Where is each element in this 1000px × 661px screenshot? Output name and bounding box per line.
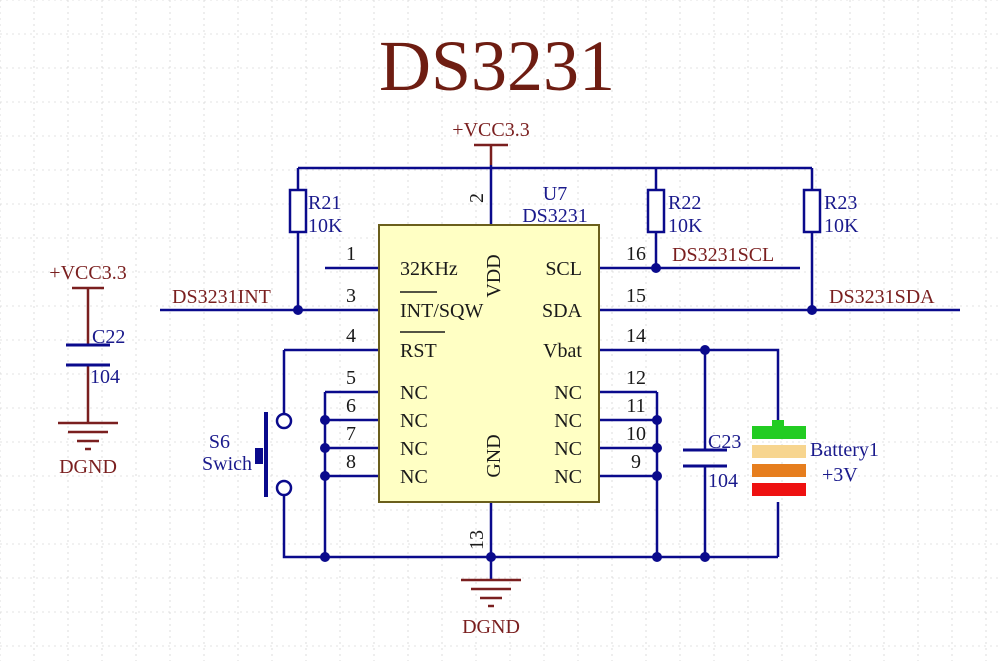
components [66,188,822,497]
gnd-left-label: DGND [59,456,117,478]
chip-vdd-label: VDD [483,254,505,297]
pin-labels: 132KHz3INT/SQW4RST5NC6NC7NC8NC16SCL15SDA… [346,243,646,488]
net-label-scl: DS3231SCL [672,244,774,266]
left-pin-number: 1 [346,243,356,265]
junction-dot-10 [652,471,662,481]
s6-switch [255,412,293,497]
chip-labels: U7 DS3231 VDD GND 2 13 [466,183,588,550]
c23-ref: C23 [708,431,741,453]
c22-capacitor [66,343,110,367]
gnd-left-symbol [58,421,118,451]
left-pin-number: 4 [346,325,356,347]
right-pin-number: 9 [631,451,641,473]
battery-cell-2 [752,445,806,458]
r23-ref: R23 [824,192,857,214]
junction-dot-6 [320,471,330,481]
c23-value: 104 [708,470,738,492]
wires [160,165,960,580]
left-pin-name: RST [400,340,437,362]
junction-dot-13 [700,552,710,562]
net-label-sda: DS3231SDA [829,286,935,308]
right-pin-name: NC [554,466,582,488]
left-pin-number: 5 [346,367,356,389]
battery-cell-4 [752,483,806,496]
gnd-main-label: DGND [462,616,520,638]
junction-dot-8 [652,415,662,425]
battery-value: +3V [822,464,858,486]
c22-value: 104 [90,366,120,388]
r22-value: 10K [668,215,703,237]
chip-designator: U7 [543,183,567,205]
junction-dot-9 [652,443,662,453]
c23-capacitor [683,448,727,468]
battery-cell-3 [752,464,806,477]
component-labels: R21 10K R22 10K R23 10K C22 104 C23 104 … [90,192,879,492]
power-labels: +VCC3.3 +VCC3.3 DGND DGND DS3231INT DS32… [49,119,935,638]
r21-resistor [288,188,308,234]
vcc-main-label: +VCC3.3 [452,119,529,141]
junction-dot-3 [807,305,817,315]
junction-dot-12 [700,345,710,355]
ds3231-chip-body [378,224,600,503]
junction-dots [293,263,817,562]
right-pin-number: 14 [626,325,646,347]
left-pin-name: NC [400,382,428,404]
junction-dot-4 [320,415,330,425]
junction-dot-7 [320,552,330,562]
left-pin-name: NC [400,438,428,460]
wire-gnd-rail [282,496,778,559]
left-pin-number: 6 [346,395,356,417]
r23-value: 10K [824,215,859,237]
left-pin-name: 32KHz [400,258,458,280]
right-pin-number: 15 [626,285,646,307]
junction-dot-1 [293,305,303,315]
right-pin-number: 10 [626,423,646,445]
junction-dot-2 [651,263,661,273]
r21-ref: R21 [308,192,341,214]
gnd-main-symbol [461,578,521,608]
battery1-symbol [752,420,806,496]
net-label-int: DS3231INT [172,286,271,308]
c22-ref: C22 [92,326,125,348]
left-pin-name: NC [400,410,428,432]
switch-ref: S6 [209,431,230,453]
right-pin-name: SCL [545,258,582,280]
battery-ref: Battery1 [810,439,879,461]
diagram-title: DS3231 [379,26,615,106]
chip-gnd-label: GND [483,434,505,477]
left-pin-number: 3 [346,285,356,307]
power-symbols [58,143,521,608]
left-pin-name: INT/SQW [400,300,483,322]
right-pin-name: SDA [542,300,583,322]
switch-value: Swich [202,453,252,475]
left-pin-number: 7 [346,423,356,445]
junction-dot-5 [320,443,330,453]
right-pin-number: 16 [626,243,646,265]
left-pin-name: NC [400,466,428,488]
battery-cell-1 [752,426,806,439]
r23-resistor [802,188,822,234]
pin-2-number: 2 [466,193,488,203]
left-pin-number: 8 [346,451,356,473]
vcc-left-label: +VCC3.3 [49,262,126,284]
r22-resistor [646,188,666,234]
r21-value: 10K [308,215,343,237]
junction-dot-14 [486,552,496,562]
right-pin-number: 12 [626,367,646,389]
junction-dot-11 [652,552,662,562]
chip-part-name: DS3231 [522,205,588,227]
right-pin-name: NC [554,410,582,432]
right-pin-number: 11 [626,395,645,417]
r22-ref: R22 [668,192,701,214]
right-pin-name: NC [554,382,582,404]
right-pin-name: NC [554,438,582,460]
pin-13-number: 13 [466,530,488,550]
right-pin-name: Vbat [543,340,582,362]
wire-pin-14 [599,348,780,422]
